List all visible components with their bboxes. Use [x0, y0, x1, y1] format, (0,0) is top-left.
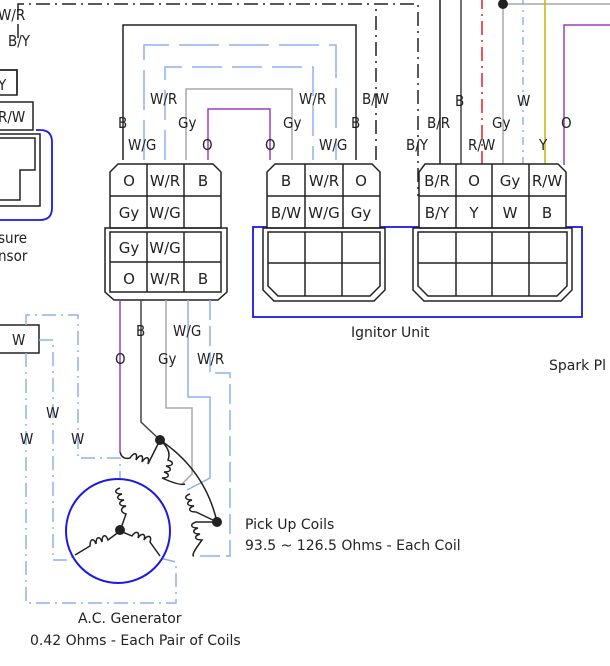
- cell-label: B/Y: [425, 204, 450, 222]
- wire-label: W/R: [299, 90, 326, 108]
- label-sensor-rw: R/W: [0, 108, 25, 126]
- wire-label: Gy: [283, 114, 301, 132]
- ignitor-right-connector: [412, 163, 573, 302]
- pickup-upper-labels: O W/R B Gy W/G: [119, 172, 208, 222]
- wire-label: R/W: [468, 136, 495, 154]
- cell-label: W/R: [150, 270, 180, 288]
- cell-label: Gy: [119, 239, 140, 257]
- ignitor-unit-label: Ignitor Unit: [351, 325, 430, 341]
- cell-label: O: [123, 172, 135, 190]
- cell-label: B/R: [424, 172, 450, 190]
- label-w-box: W: [12, 331, 25, 349]
- pickup-coils-title: Pick Up Coils: [245, 517, 334, 533]
- wire-label: W/G: [173, 322, 201, 340]
- cell-label: O: [355, 172, 367, 190]
- cell-label: Gy: [500, 172, 521, 190]
- wire-gy-loop: [185, 88, 293, 160]
- cell-label: B: [281, 172, 291, 190]
- cell-label: B: [198, 270, 208, 288]
- wire-wr-low: [194, 300, 231, 557]
- cell-label: B: [542, 204, 552, 222]
- w-terminal-box: [0, 324, 40, 354]
- wire-label: Y: [538, 136, 548, 154]
- cell-label: R/W: [532, 172, 562, 190]
- generator-title: A.C. Generator: [78, 611, 182, 627]
- pickup-junction-dot-1: [155, 435, 165, 445]
- wire-label: B/Y: [406, 136, 429, 154]
- wire-label: B: [118, 114, 127, 132]
- generator-center-dot: [115, 525, 125, 535]
- wire-label: Gy: [492, 114, 510, 132]
- cell-label: O: [123, 270, 135, 288]
- cell-label: Gy: [119, 204, 140, 222]
- wire-label: B: [455, 92, 464, 110]
- wire-o-loop: [207, 108, 271, 160]
- cell-label: W/G: [308, 204, 340, 222]
- wire-label: W/G: [128, 136, 156, 154]
- wire-label: W/G: [319, 136, 347, 154]
- wire-b-low: [140, 300, 161, 441]
- wire-label: O: [115, 350, 126, 368]
- generator-circle: [65, 478, 171, 584]
- wire-gy-low: [165, 300, 193, 485]
- cell-label: W/R: [150, 172, 180, 190]
- label-sensor-y: Y: [0, 76, 7, 94]
- wire-by-top: [17, 3, 419, 196]
- cell-label: W/G: [149, 239, 181, 257]
- cell-label: B: [198, 172, 208, 190]
- label-top-by: B/Y: [8, 32, 31, 50]
- cell-label: W/R: [309, 172, 339, 190]
- label-top-wr: W/R: [0, 6, 25, 24]
- wire-wg-loop: [143, 44, 337, 160]
- wire-w-1: [25, 314, 121, 478]
- ignitor-left-labels: B W/R O B/W W/G Gy: [271, 172, 371, 222]
- ignitor-unit-outline: [252, 226, 583, 318]
- ignitor-left-connector: [262, 163, 386, 302]
- wire-wr-loop: [164, 66, 314, 160]
- ignitor-right-labels: B/R O Gy R/W B/Y Y W B: [424, 172, 562, 222]
- wire-label: O: [202, 136, 213, 154]
- pressure-sensor: [0, 69, 41, 207]
- cell-label: B/W: [271, 204, 301, 222]
- sensor-blue-outline: [0, 129, 53, 221]
- label-sensor-caption-1: sure: [0, 229, 27, 247]
- junction-dot-top: [498, 0, 508, 9]
- generator-spec: 0.42 Ohms - Each Pair of Coils: [30, 633, 241, 649]
- pickup-connector: [104, 163, 228, 301]
- pickup-coils-spec: 93.5 ~ 126.5 Ohms - Each Coil: [245, 538, 461, 554]
- wire-label: W: [517, 92, 530, 110]
- wire-label: W/R: [150, 90, 177, 108]
- label-sensor-caption-2: nsor: [0, 247, 28, 265]
- cell-label: Y: [468, 204, 479, 222]
- pickup-coils: [119, 439, 218, 557]
- cell-label: W: [503, 204, 518, 222]
- pickup-junction-dot-2: [212, 517, 222, 527]
- wire-o-right: [563, 24, 610, 165]
- wire-gy-right: [502, 3, 610, 165]
- wire-label: B: [136, 322, 145, 340]
- wire-label: B/W: [362, 90, 389, 108]
- generator-coils: [74, 487, 161, 557]
- wire-label: B: [351, 114, 360, 132]
- wire-label: Gy: [158, 350, 176, 368]
- spark-plug-label: Spark Pl: [549, 358, 606, 374]
- wire-label: Gy: [178, 114, 196, 132]
- wire-label: W/R: [197, 350, 224, 368]
- wire-labels: W/R B/Y Y R/W sure nsor B W/G W/R Gy O O…: [0, 6, 572, 448]
- cell-label: W/G: [149, 204, 181, 222]
- wire-label: W: [46, 404, 59, 422]
- cell-label: Gy: [351, 204, 372, 222]
- wire-label: W: [20, 430, 33, 448]
- wire-label: O: [265, 136, 276, 154]
- wire-label: B/R: [427, 114, 450, 132]
- wire-label: W: [71, 430, 84, 448]
- wire-label: O: [561, 114, 572, 132]
- wire-b-loop: [122, 24, 357, 160]
- cell-label: O: [468, 172, 480, 190]
- wire-wg-low: [186, 300, 211, 491]
- wire-w-3: [25, 353, 177, 604]
- wire-w-2: [39, 339, 76, 561]
- pickup-lower-labels: Gy W/G O W/R B: [119, 239, 208, 288]
